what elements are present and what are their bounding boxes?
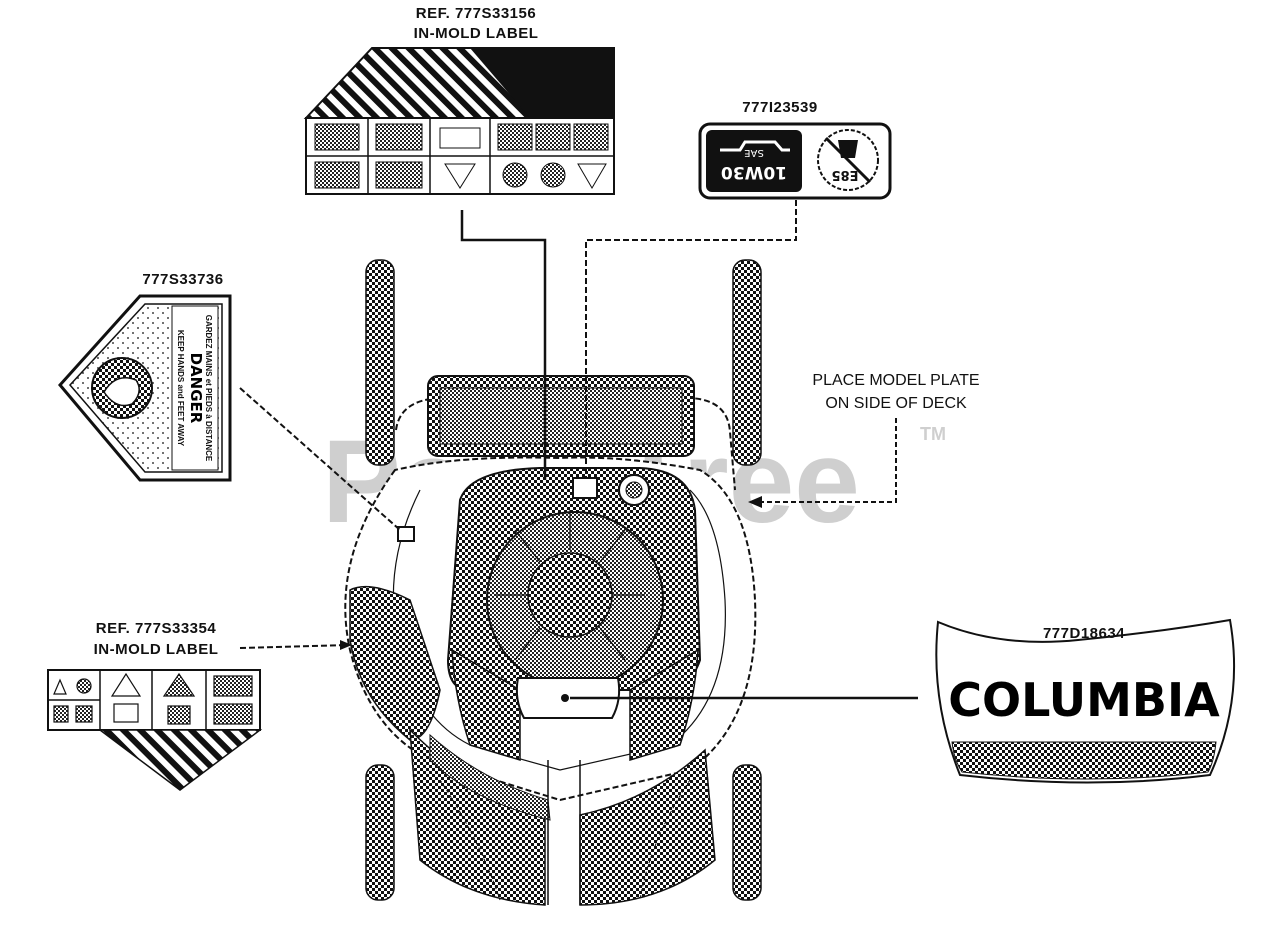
front-center-channel <box>547 760 581 905</box>
no-e85-slash <box>824 136 872 184</box>
left-rear-wheel <box>365 259 395 466</box>
leader-lines <box>239 200 918 700</box>
engine-label-point <box>561 694 569 702</box>
model-plate-arrowhead <box>748 496 762 508</box>
icon-warning-triangle-1 <box>444 163 476 189</box>
brand-label-checker-band <box>951 741 1217 780</box>
model-plate-line2: ON SIDE OF DECK <box>825 395 967 412</box>
danger-word: DANGER <box>187 353 205 424</box>
icon-rotating-small <box>76 678 92 694</box>
top-label-grid <box>306 118 614 194</box>
fuel-spec: E85 <box>832 167 859 182</box>
danger-line-en: KEEP HANDS and FEET AWAY <box>176 330 185 447</box>
top-label-ref: REF. 777S33156 <box>416 5 536 22</box>
oil-sae: SAE <box>744 147 764 158</box>
icon-manual-left <box>113 703 139 723</box>
brand-name: COLUMBIA <box>948 673 1220 727</box>
left-label-ref: REF. 777S33354 <box>96 620 217 637</box>
leader-model-plate <box>755 418 897 503</box>
icon-thrown-small <box>53 705 69 723</box>
danger-text-panel <box>171 305 219 471</box>
icon-debris <box>213 675 253 697</box>
shroud-vents <box>495 510 645 661</box>
oil-can-icon <box>720 140 790 152</box>
icon-warning-triangle-hatched <box>162 672 196 697</box>
callout-oil-label: 777I23539 10W30 SAE E85 <box>698 99 892 200</box>
watermark-tm: TM <box>920 424 946 444</box>
callout-left-label: REF. 777S33354 IN-MOLD LABEL <box>47 620 263 791</box>
icon-rotating-blade-3 <box>573 123 609 151</box>
left-label-icons <box>53 672 253 725</box>
icon-warning-triangle-2 <box>577 163 607 189</box>
engine-lower-right <box>629 648 699 762</box>
mower-top-view <box>344 259 762 906</box>
leader-oil-label <box>585 200 797 478</box>
icon-no-hands <box>502 162 528 188</box>
left-label-grid <box>48 670 207 730</box>
right-rear-wheel <box>732 259 762 466</box>
engine-lower-left <box>451 648 521 762</box>
brand-label-part: 777D18634 <box>1043 625 1125 642</box>
flywheel <box>527 552 613 638</box>
side-discharge <box>349 585 441 741</box>
top-label-desc: IN-MOLD LABEL <box>414 25 539 42</box>
icon-blade <box>375 161 423 189</box>
icon-tools <box>375 123 423 151</box>
left-front-wheel <box>365 764 395 901</box>
oil-spec: 10W30 <box>721 162 787 182</box>
callout-model-plate: PLACE MODEL PLATE ON SIDE OF DECK <box>812 372 979 412</box>
danger-label-marker <box>397 526 415 542</box>
front-detail-lines <box>439 779 691 901</box>
icon-warning-small-1 <box>53 678 67 695</box>
icon-person-left <box>167 705 191 725</box>
callout-top-label: REF. 777S33156 IN-MOLD LABEL <box>303 5 615 195</box>
fuel-pump-icon <box>838 140 858 158</box>
icon-rotating-blade-2 <box>535 123 571 151</box>
icon-no-feet <box>540 162 566 188</box>
front-bumper <box>429 733 551 821</box>
model-plate-line1: PLACE MODEL PLATE <box>812 372 979 389</box>
fuel-cap-center <box>625 481 643 499</box>
front-right-housing <box>579 748 716 906</box>
icon-hand-warning <box>314 123 360 151</box>
icon-bystander <box>213 703 253 725</box>
danger-text-group: GARDEZ MAINS et PIEDS à DISTANCE DANGER … <box>176 315 213 462</box>
leader-left-label <box>239 644 349 649</box>
oil-spec-text-group: 10W30 SAE <box>721 147 787 182</box>
icon-thrown-objects <box>314 161 360 189</box>
callout-brand-label: 777D18634 COLUMBIA <box>935 618 1236 784</box>
icon-hand-small <box>75 705 93 723</box>
left-label-desc: IN-MOLD LABEL <box>94 641 219 658</box>
left-label-arrowhead <box>340 640 352 650</box>
leader-top-label <box>460 210 547 480</box>
hand-icon <box>103 377 140 407</box>
left-label-stripe-band <box>97 729 263 791</box>
icon-rotating-blade-1 <box>497 123 533 151</box>
callout-danger-label: 777S33736 GARDEZ MAINS et PIEDS à DISTAN… <box>58 271 232 482</box>
top-label-icons <box>314 123 609 189</box>
rear-flap-inner <box>439 387 683 445</box>
oil-label-part: 777I23539 <box>742 99 817 116</box>
top-label-solid-band <box>470 48 614 118</box>
danger-label-part: 777S33736 <box>142 271 223 288</box>
fuel-spec-text-group: E85 <box>832 167 859 182</box>
danger-line-fr: GARDEZ MAINS et PIEDS à DISTANCE <box>204 315 213 462</box>
right-front-wheel <box>732 764 762 901</box>
oil-fill-cap <box>572 477 598 499</box>
icon-manual <box>439 127 481 149</box>
icon-warning-triangle-left <box>110 672 142 697</box>
